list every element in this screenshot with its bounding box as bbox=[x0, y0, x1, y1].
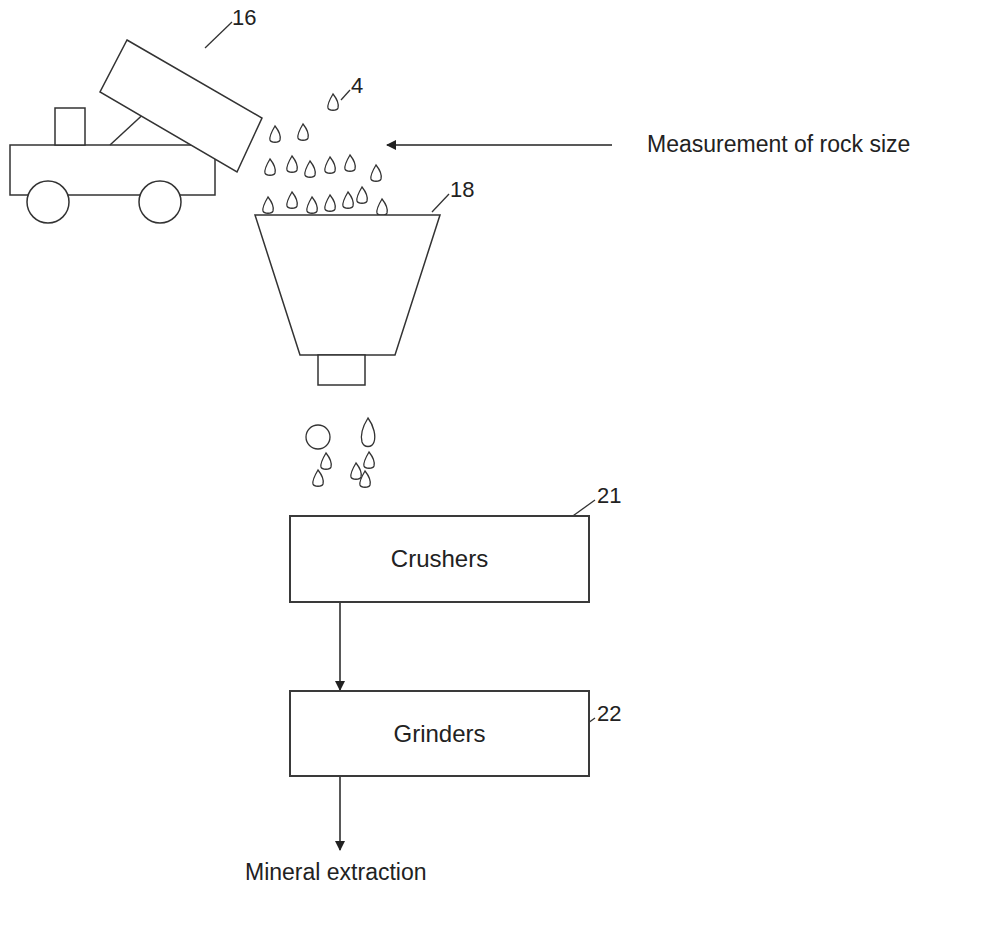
hopper bbox=[255, 215, 440, 385]
process-box: Crushers bbox=[289, 515, 590, 603]
dump-truck bbox=[10, 40, 262, 223]
box-label: Grinders bbox=[393, 720, 485, 748]
rocks bbox=[263, 94, 387, 215]
falling-rocks bbox=[306, 418, 375, 487]
callout-number: 4 bbox=[351, 74, 363, 98]
callout-number: 22 bbox=[597, 702, 621, 726]
callout-number: 18 bbox=[450, 178, 474, 202]
annotation-text: Mineral extraction bbox=[245, 860, 427, 885]
box-label: Crushers bbox=[391, 545, 488, 573]
measurement-arrow bbox=[387, 144, 612, 146]
output-arrow bbox=[339, 777, 341, 850]
callout-number: 16 bbox=[232, 6, 256, 30]
process-box: Grinders bbox=[289, 690, 590, 777]
leader-lines bbox=[205, 22, 595, 736]
flow-arrow bbox=[339, 603, 341, 690]
callout-number: 21 bbox=[597, 484, 621, 508]
annotation-text: Measurement of rock size bbox=[647, 132, 910, 157]
